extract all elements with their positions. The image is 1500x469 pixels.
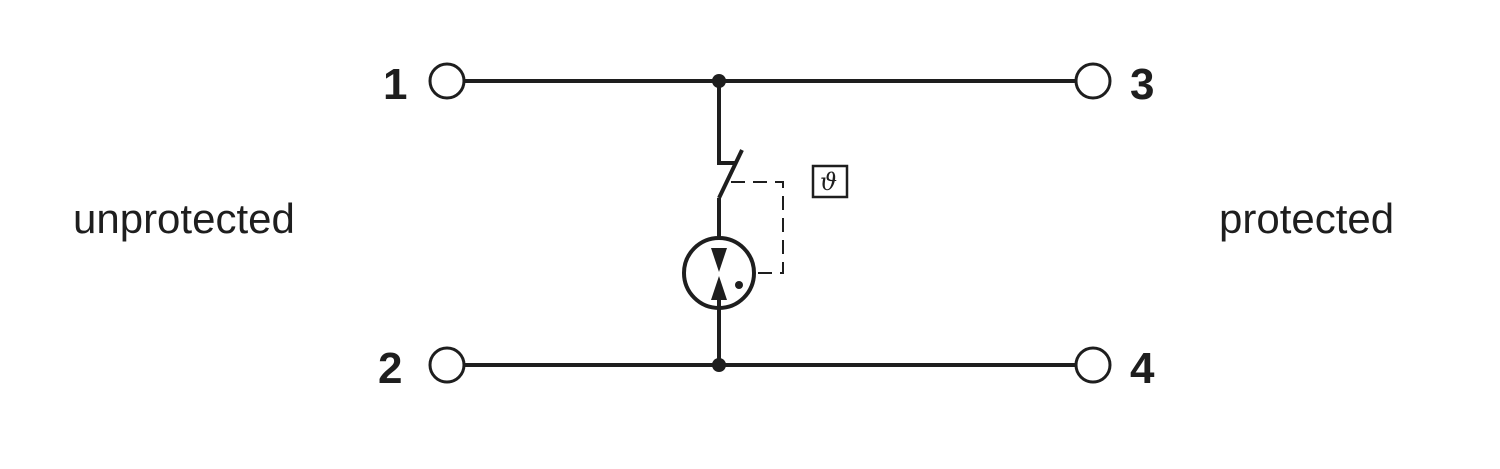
theta-symbol-text: ϑ: [820, 168, 837, 196]
terminal-3-label: 3: [1130, 60, 1154, 109]
terminal-1: [428, 62, 466, 100]
terminal-4-label: 4: [1130, 344, 1155, 393]
terminal-1-label: 1: [383, 60, 407, 109]
terminal-3: [1074, 62, 1112, 100]
terminal-2: [428, 346, 466, 384]
protected-label: protected: [1219, 195, 1394, 242]
thermal-disconnect-switch: [717, 81, 744, 248]
terminal-4: [1074, 346, 1112, 384]
unprotected-label: unprotected: [73, 195, 295, 242]
surge-arrester: [682, 236, 756, 365]
terminal-2-label: 2: [378, 344, 402, 393]
thermal-coupling-dashed-line: [731, 181, 784, 274]
thermal-symbol: ϑ: [811, 164, 849, 199]
